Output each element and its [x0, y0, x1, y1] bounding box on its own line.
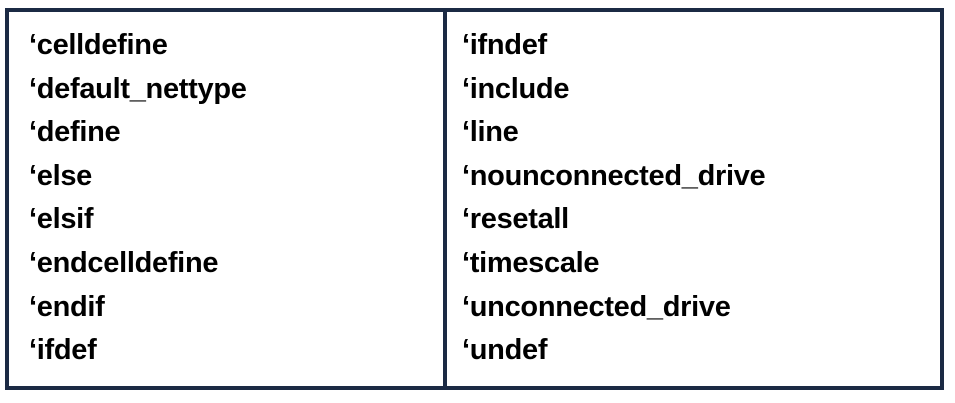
- directive-item: ‘unconnected_drive: [462, 290, 731, 323]
- table-column-left: ‘celldefine ‘default_nettype ‘define ‘el…: [9, 12, 443, 386]
- directive-item: ‘line: [462, 116, 519, 149]
- column-divider: [443, 12, 447, 386]
- directive-item: ‘nounconnected_drive: [462, 159, 766, 192]
- directive-item: ‘include: [462, 72, 570, 105]
- directive-item: ‘endcelldefine: [29, 246, 219, 279]
- directives-table: ‘celldefine ‘default_nettype ‘define ‘el…: [5, 8, 944, 390]
- directive-item: ‘endif: [29, 290, 105, 323]
- directive-item: ‘celldefine: [29, 29, 168, 61]
- table-column-right: ‘ifndef ‘include ‘line ‘nounconnected_dr…: [447, 12, 940, 386]
- directive-item: ‘ifdef: [29, 334, 97, 367]
- directive-item: ‘elsif: [29, 203, 94, 236]
- directive-item: ‘timescale: [462, 246, 600, 279]
- directive-item: ‘default_nettype: [29, 72, 247, 105]
- directive-item: ‘undef: [462, 334, 548, 367]
- directive-item: ‘ifndef: [462, 29, 547, 61]
- directive-item: ‘define: [29, 116, 121, 149]
- directive-item: ‘resetall: [462, 203, 569, 236]
- directive-item: ‘else: [29, 159, 92, 192]
